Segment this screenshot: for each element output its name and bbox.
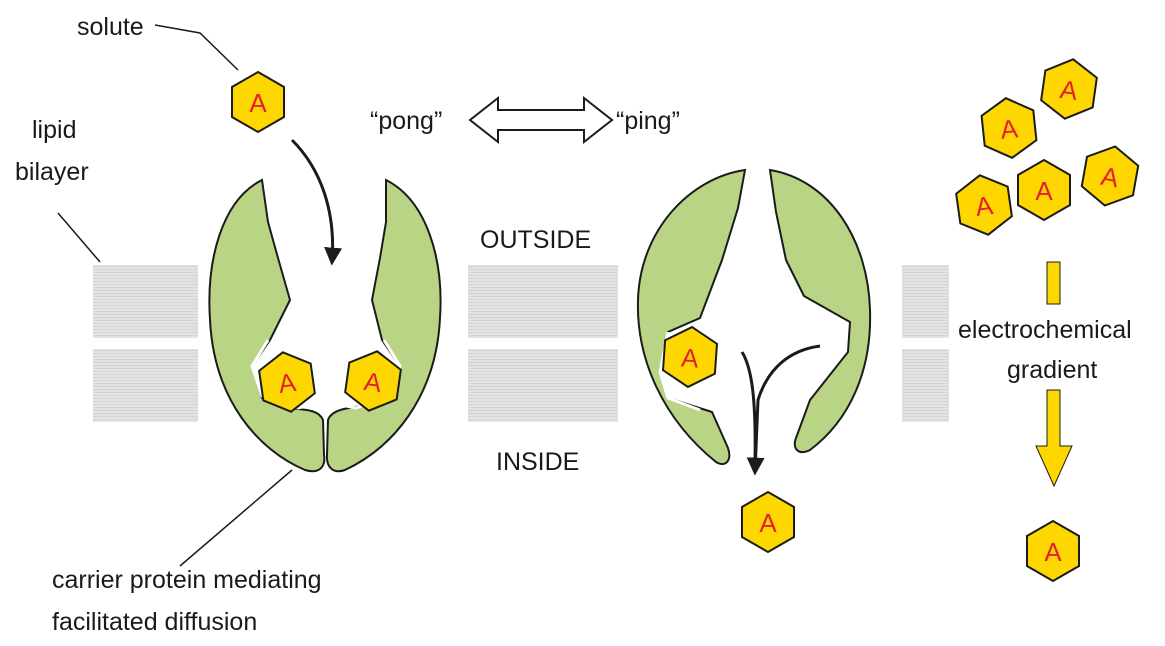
carrier-left-half-pong [209,180,324,471]
solute-leader-line [155,25,238,70]
solute-molecule-outside-4: A [1018,160,1070,220]
lipid-label-line2: bilayer [15,158,89,186]
solute-molecule-outside-3: A [1079,142,1141,210]
solute-molecule-outside-5: A [954,172,1014,239]
carrier-right-half-ping [770,170,870,452]
solute-molecule-released: A [742,492,794,552]
solute-molecule-inside: A [1027,521,1079,581]
release-arrow-left-branch [742,352,755,460]
pong-ping-double-arrow [470,98,612,142]
solute-molecule-outside-2: A [980,95,1038,160]
solute-molecule-incoming: A [232,72,284,132]
solute-label: solute [77,13,144,41]
gradient-label-line1: electrochemical [958,316,1132,344]
bilayer-inner-right [902,349,949,422]
solute-molecule-outside-1: A [1039,56,1099,123]
inside-label: INSIDE [496,448,579,476]
bilayer-outer-left [93,265,198,338]
pong-label: “pong” [370,107,442,135]
solute-letter: A [759,508,777,538]
carrier-protein-pong-state [209,180,440,471]
carrier-label-line2: facilitated diffusion [52,608,257,636]
bilayer-inner-middle [468,349,618,422]
lipid-leader-line [58,213,100,262]
ping-label: “ping” [616,107,680,135]
carrier-left-half-ping [638,170,745,464]
solute-letter: A [1044,537,1062,567]
bilayer-outer-right [902,265,949,338]
solute-letter: A [249,88,267,118]
carrier-right-half-pong [327,180,441,471]
lipid-label-line1: lipid [32,116,76,144]
solute-entry-arrow [292,140,333,262]
bilayer-inner-left [93,349,198,422]
outside-label: OUTSIDE [480,226,591,254]
solute-letter: A [1035,176,1053,206]
carrier-label-line1: carrier protein mediating [52,566,322,594]
bilayer-outer-middle [468,265,618,338]
solute-letter: A [680,342,700,373]
carrier-leader-line [180,470,292,566]
gradient-arrow-shaft-bottom [1036,390,1072,486]
solute-molecule-bound-ping: A [662,325,718,388]
gradient-label-line2: gradient [1007,356,1097,384]
gradient-arrow-shaft-top [1047,262,1060,304]
